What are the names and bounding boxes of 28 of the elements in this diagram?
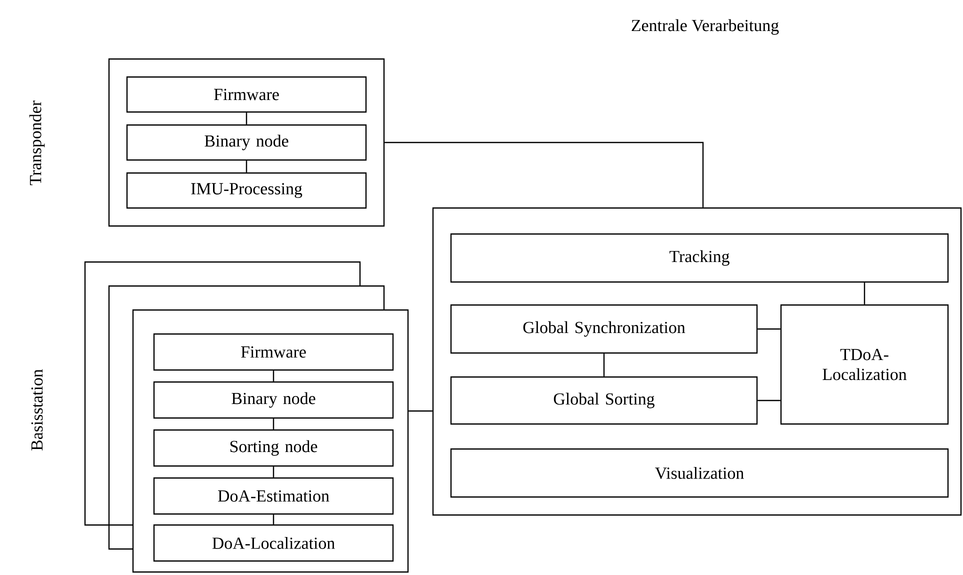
connector-line	[246, 160, 248, 172]
connector-line	[758, 328, 780, 330]
connector-line	[864, 282, 866, 304]
process-box: Firmware	[126, 76, 367, 113]
process-box: Sorting node	[153, 429, 394, 467]
process-box: TDoA-Localization	[780, 304, 949, 425]
process-box: Binary node	[126, 124, 367, 161]
process-box: DoA-Estimation	[153, 477, 394, 515]
group-heading: Transponder	[29, 100, 45, 186]
process-box: Global Synchronization	[450, 304, 758, 354]
connector-line	[272, 514, 274, 524]
connector-line	[272, 370, 274, 382]
connector-line	[246, 112, 248, 124]
connector-line	[603, 354, 605, 376]
connector-line	[408, 410, 432, 412]
connector-line	[272, 418, 274, 430]
group-heading: Basisstation	[31, 369, 43, 450]
process-box: DoA-Localization	[153, 524, 394, 562]
connector-line	[272, 466, 274, 478]
process-box: Global Sorting	[450, 376, 758, 425]
process-box: IMU-Processing	[126, 172, 367, 209]
connector-line	[758, 400, 780, 402]
process-box: Binary node	[153, 381, 394, 419]
process-box: Firmware	[153, 333, 394, 371]
process-box: Tracking	[450, 233, 949, 283]
connector-line	[384, 142, 704, 208]
group-heading: Zentrale Verarbeitung	[632, 19, 779, 35]
process-box: Visualization	[450, 448, 949, 498]
